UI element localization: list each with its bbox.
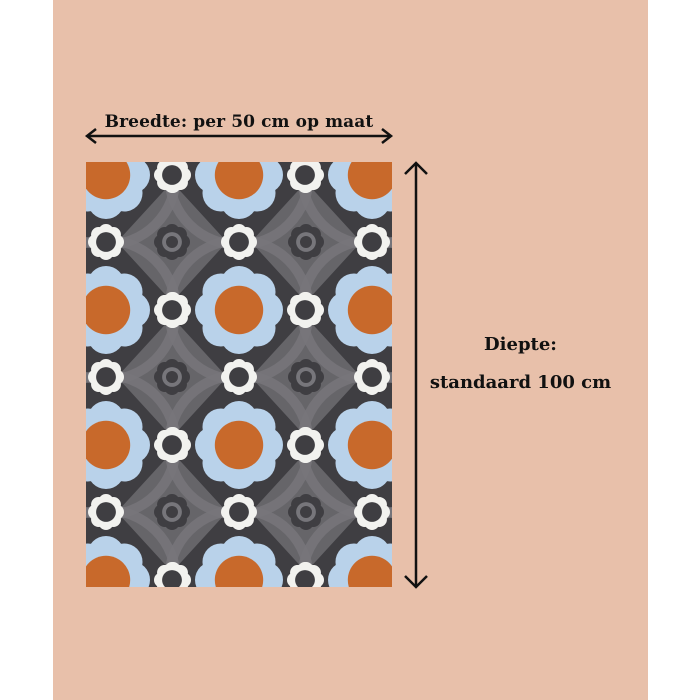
depth-label: Diepte: standaard 100 cm: [418, 326, 623, 402]
width-arrow: [84, 128, 394, 144]
depth-label-value: standaard 100 cm: [429, 372, 612, 393]
depth-arrow: [404, 161, 428, 589]
depth-label-title: Diepte:: [484, 334, 557, 355]
width-label: Breedte: per 50 cm op maat: [104, 112, 374, 132]
doormat-image: [86, 162, 392, 587]
